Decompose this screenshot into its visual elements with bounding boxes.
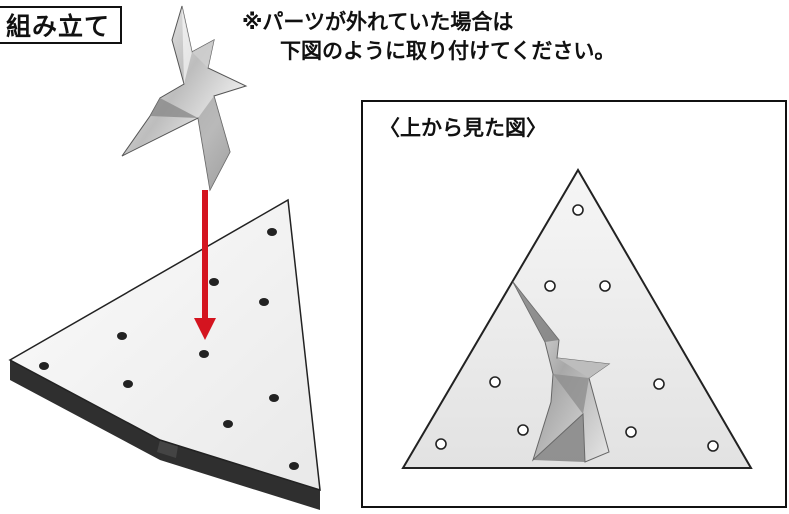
top-view-caption: 〈上から見た図〉 — [379, 116, 547, 140]
base-plate — [8, 198, 321, 510]
note-line-2: 下図のように取り付けてください。 — [280, 39, 616, 63]
triangle-plate — [401, 168, 753, 469]
note-line-1: ※パーツが外れていた場合は — [242, 10, 514, 34]
top-view-diagram — [401, 168, 753, 469]
top-view-panel: 〈上から見た図〉 — [361, 100, 787, 508]
down-arrow-icon — [194, 190, 216, 340]
plate-holes — [39, 228, 299, 470]
star-blade-part-icon — [512, 281, 611, 463]
star-blade-part-icon — [121, 5, 248, 192]
section-title: 組み立て — [0, 6, 122, 44]
instruction-note: ※パーツが外れていた場合は 下図のように取り付けてください。 — [242, 8, 615, 66]
top-view-holes — [435, 204, 719, 452]
